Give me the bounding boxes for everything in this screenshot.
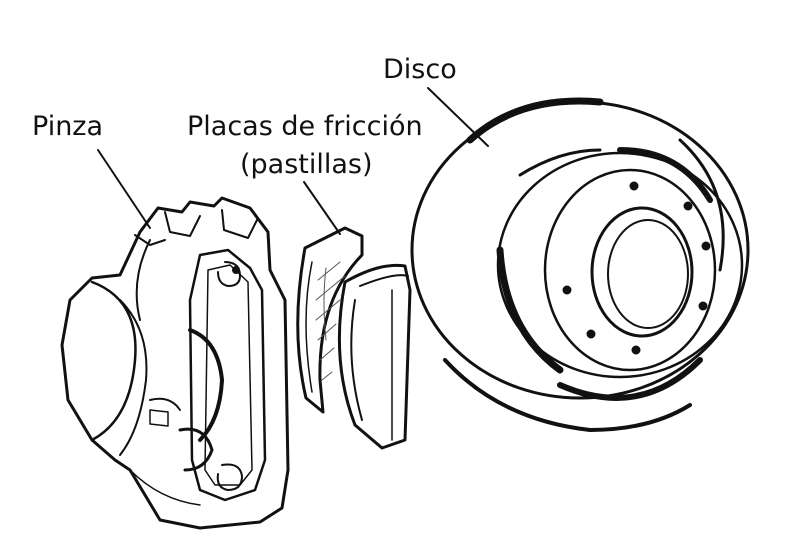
label-placas-de-friccion: Placas de fricción [187,111,423,142]
label-pastillas: (pastillas) [240,149,373,180]
leader-pinza [97,149,151,229]
brake-caliper [60,196,290,530]
brake-pads [296,226,412,450]
label-disco: Disco [383,54,457,85]
leader-pastillas [303,181,341,235]
brake-disc [410,97,750,432]
label-pinza: Pinza [32,111,104,142]
leader-disco [427,87,489,147]
